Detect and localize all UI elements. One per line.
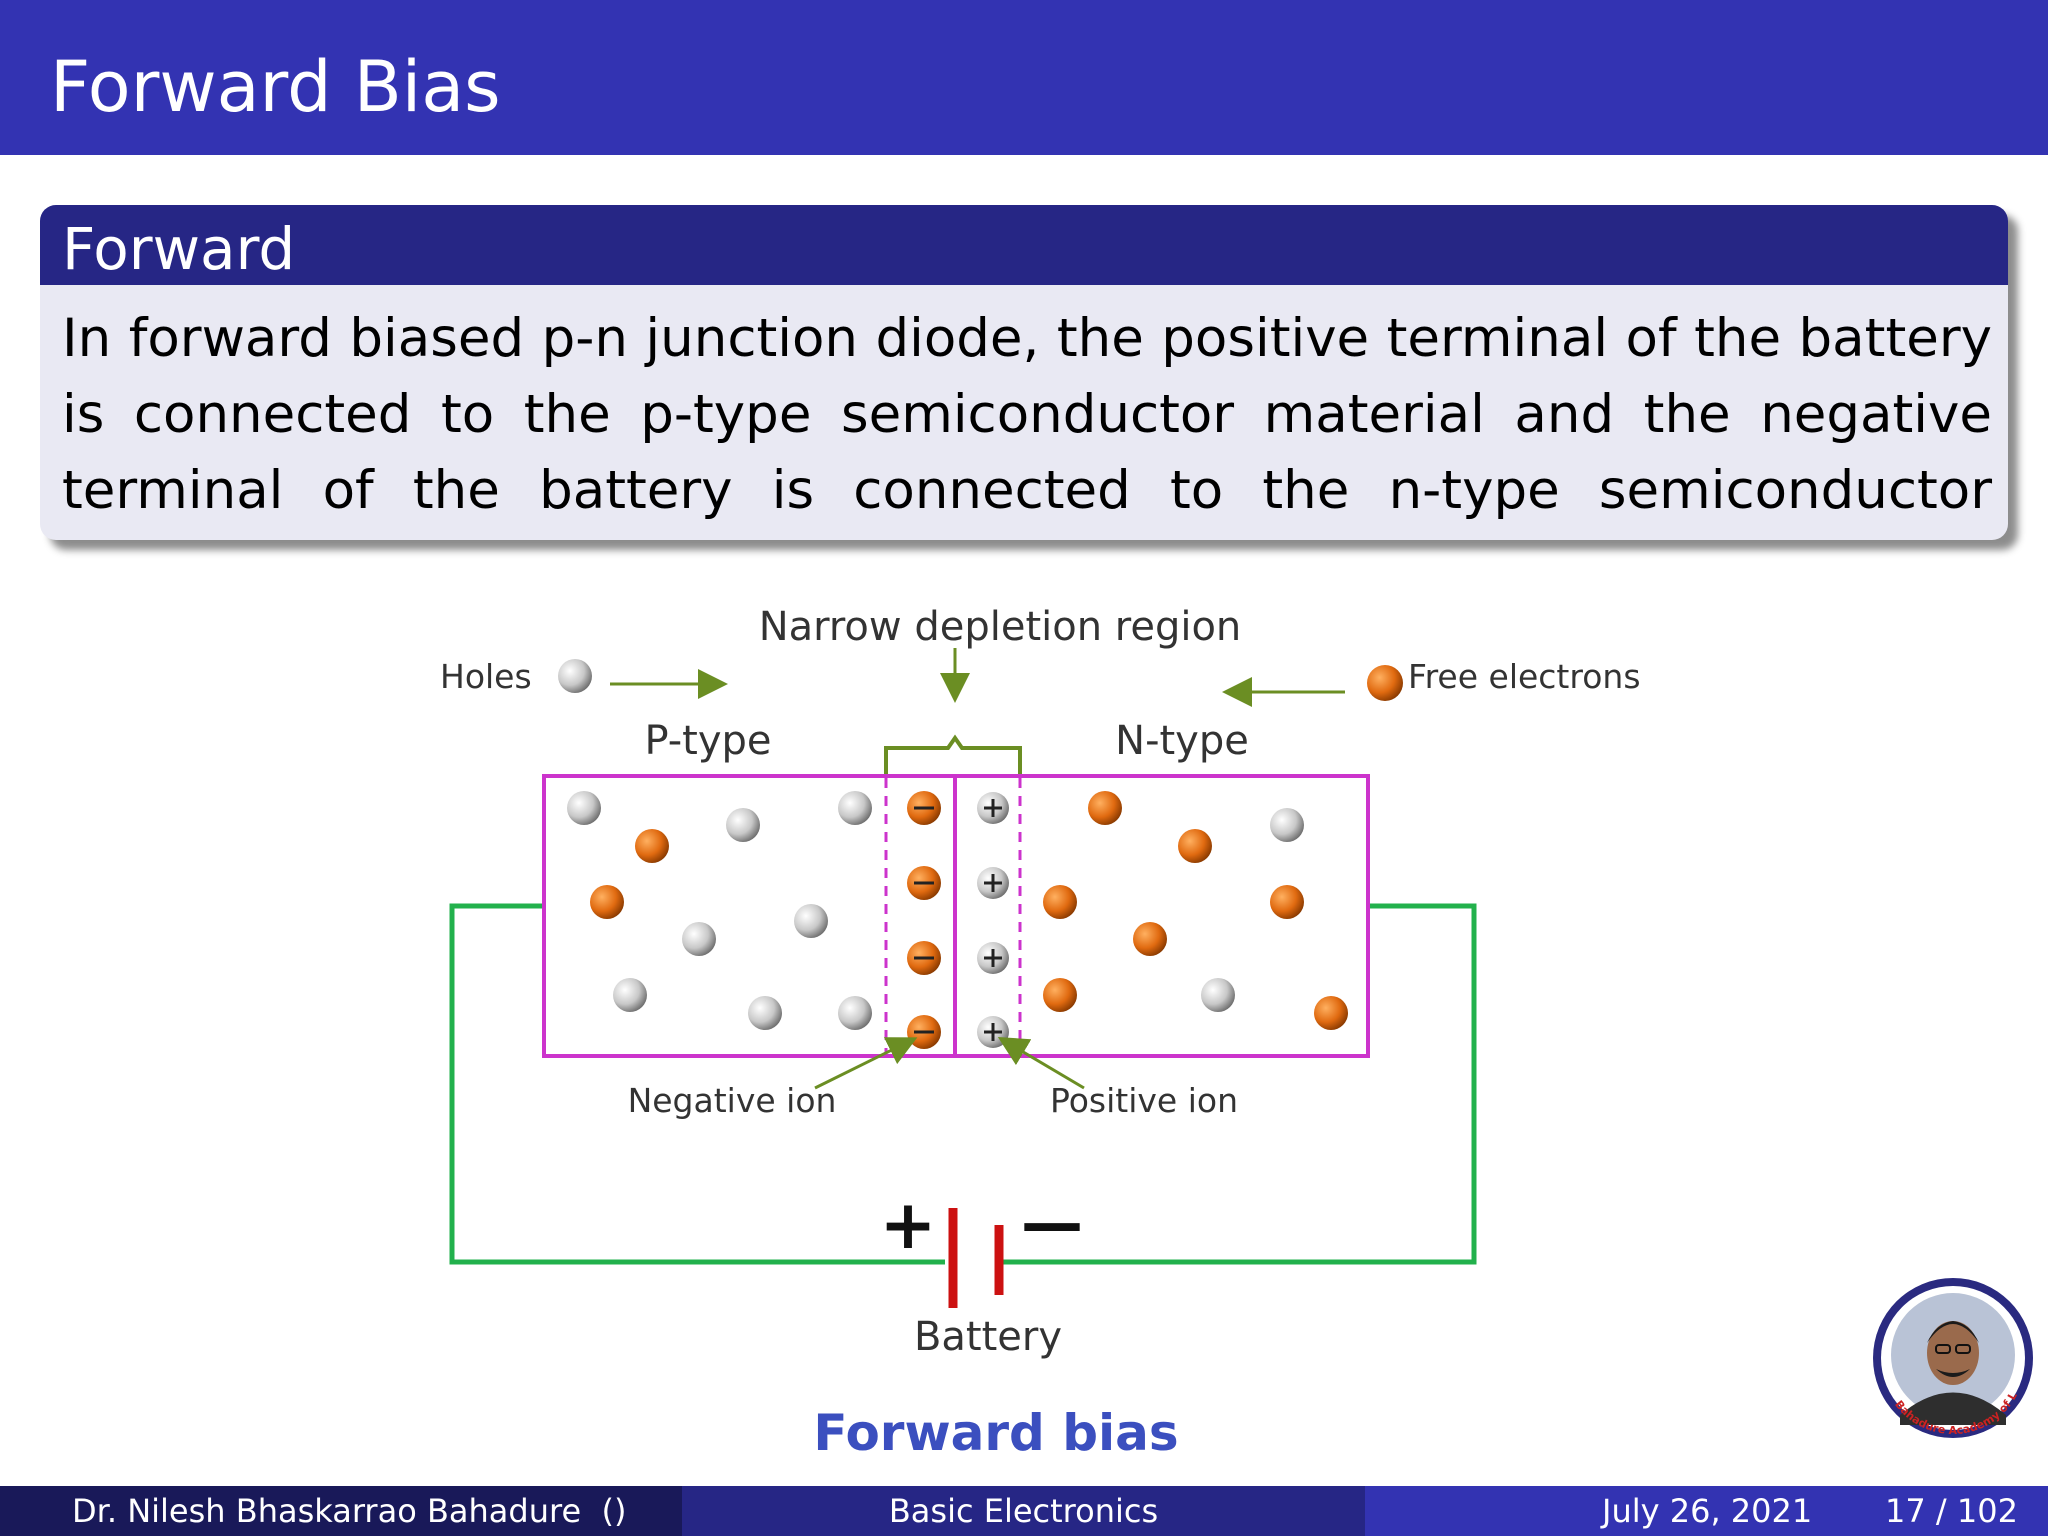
definition-block: Forward In forward biased p-n junction d… [40, 205, 2008, 540]
n-type-label: N-type [1115, 718, 1249, 764]
hole [838, 996, 872, 1030]
battery-minus-sign: — [1021, 1186, 1083, 1259]
footer-author-section: Dr. Nilesh Bhaskarrao Bahadure () [0, 1486, 682, 1536]
free-electron [1270, 885, 1304, 919]
free-electron [1314, 996, 1348, 1030]
presenter-logo: Bahadure Academy of Learning [1870, 1275, 2033, 1438]
figure-caption: Forward bias [813, 1404, 1178, 1462]
free-electron [1133, 922, 1167, 956]
hole [1270, 808, 1304, 842]
positive-ion-arrow [997, 1036, 1085, 1090]
block-header: Forward [40, 205, 2008, 285]
hole [748, 996, 782, 1030]
hole [1201, 978, 1235, 1012]
footer-course-section: Basic Electronics [682, 1486, 1365, 1536]
footer-date-section: July 26, 2021 17 / 102 [1365, 1486, 2048, 1536]
left-wire [449, 903, 945, 1265]
presenter-avatar-icon [1900, 1321, 2006, 1425]
negative-ion [907, 941, 941, 975]
hole [838, 791, 872, 825]
hole [794, 904, 828, 938]
free-electron [1178, 829, 1212, 863]
block-title: Forward [62, 215, 296, 283]
depletion-bracket [884, 734, 1022, 778]
positive-ion [977, 792, 1009, 824]
hole [726, 808, 760, 842]
negative-ion-arrow [814, 1037, 918, 1090]
positive-ion-label: Positive ion [1050, 1081, 1238, 1120]
free-electron [635, 829, 669, 863]
battery-plus-sign: + [880, 1186, 937, 1265]
negative-ion [907, 1015, 941, 1049]
footer-page-number: 17 / 102 [1885, 1492, 2018, 1530]
slide-title: Forward Bias [50, 46, 501, 128]
free-electrons-label: Free electrons [1408, 657, 1641, 696]
free-electron [1043, 885, 1077, 919]
battery-label: Battery [914, 1314, 1062, 1360]
free-electron [590, 885, 624, 919]
hole [682, 922, 716, 956]
right-wire [998, 903, 1477, 1265]
hole [613, 978, 647, 1012]
hole-legend-icon [558, 659, 592, 693]
positive-ion [977, 1016, 1009, 1048]
depletion-label: Narrow depletion region [759, 604, 1242, 650]
block-body: In forward biased p-n junction diode, th… [62, 308, 1992, 540]
slide-footer: Dr. Nilesh Bhaskarrao Bahadure () Basic … [0, 1486, 2048, 1536]
footer-date: July 26, 2021 [1602, 1492, 1813, 1530]
hole [567, 791, 601, 825]
positive-ion [977, 867, 1009, 899]
negative-ion [907, 866, 941, 900]
slide-header: Forward Bias [0, 0, 2048, 155]
negative-ion [907, 791, 941, 825]
free-electron [1088, 791, 1122, 825]
free-electron [1043, 978, 1077, 1012]
p-type-label: P-type [644, 718, 771, 764]
holes-label: Holes [440, 657, 532, 696]
electron-legend-icon [1367, 665, 1403, 701]
positive-ion [977, 942, 1009, 974]
footer-course: Basic Electronics [888, 1492, 1159, 1530]
negative-ion-label: Negative ion [628, 1081, 837, 1120]
footer-author: Dr. Nilesh Bhaskarrao Bahadure () [72, 1492, 627, 1530]
